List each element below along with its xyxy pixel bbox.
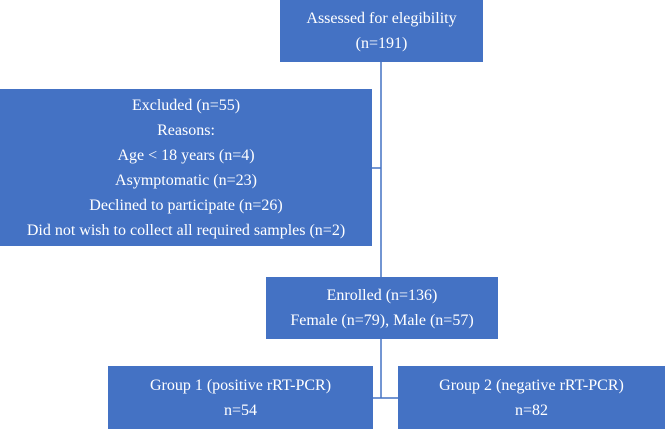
assessed-box: Assessed for elegibility (n=191)	[280, 0, 483, 62]
enrolled-title: Enrolled (n=136)	[326, 287, 438, 304]
excluded-reason-declined: Declined to participate (n=26)	[89, 196, 283, 214]
group2-title: Group 2 (negative rRT-PCR)	[439, 376, 624, 394]
group1-title: Group 1 (positive rRT-PCR)	[149, 376, 332, 394]
enrolled-detail: Female (n=79), Male (n=57)	[290, 312, 474, 329]
enrolled-box: Enrolled (n=136) Female (n=79), Male (n=…	[266, 277, 498, 339]
excluded-reason-samples: Did not wish to collect all required sam…	[26, 221, 346, 239]
excluded-box: Excluded (n=55) Reasons: Age < 18 years …	[0, 89, 372, 246]
assessed-title: Assessed for elegibility	[306, 10, 457, 27]
excluded-title: Excluded (n=55)	[131, 96, 241, 114]
group2-count: n=82	[514, 401, 549, 419]
excluded-reason-age: Age < 18 years (n=4)	[117, 146, 255, 164]
group1-box: Group 1 (positive rRT-PCR) n=54	[108, 366, 373, 429]
group1-count: n=54	[223, 401, 258, 419]
group2-box: Group 2 (negative rRT-PCR) n=82	[398, 366, 665, 429]
assessed-count: (n=191)	[355, 35, 408, 52]
excluded-reason-asymptomatic: Asymptomatic (n=23)	[115, 171, 257, 189]
excluded-reasons-label: Reasons:	[157, 121, 215, 139]
